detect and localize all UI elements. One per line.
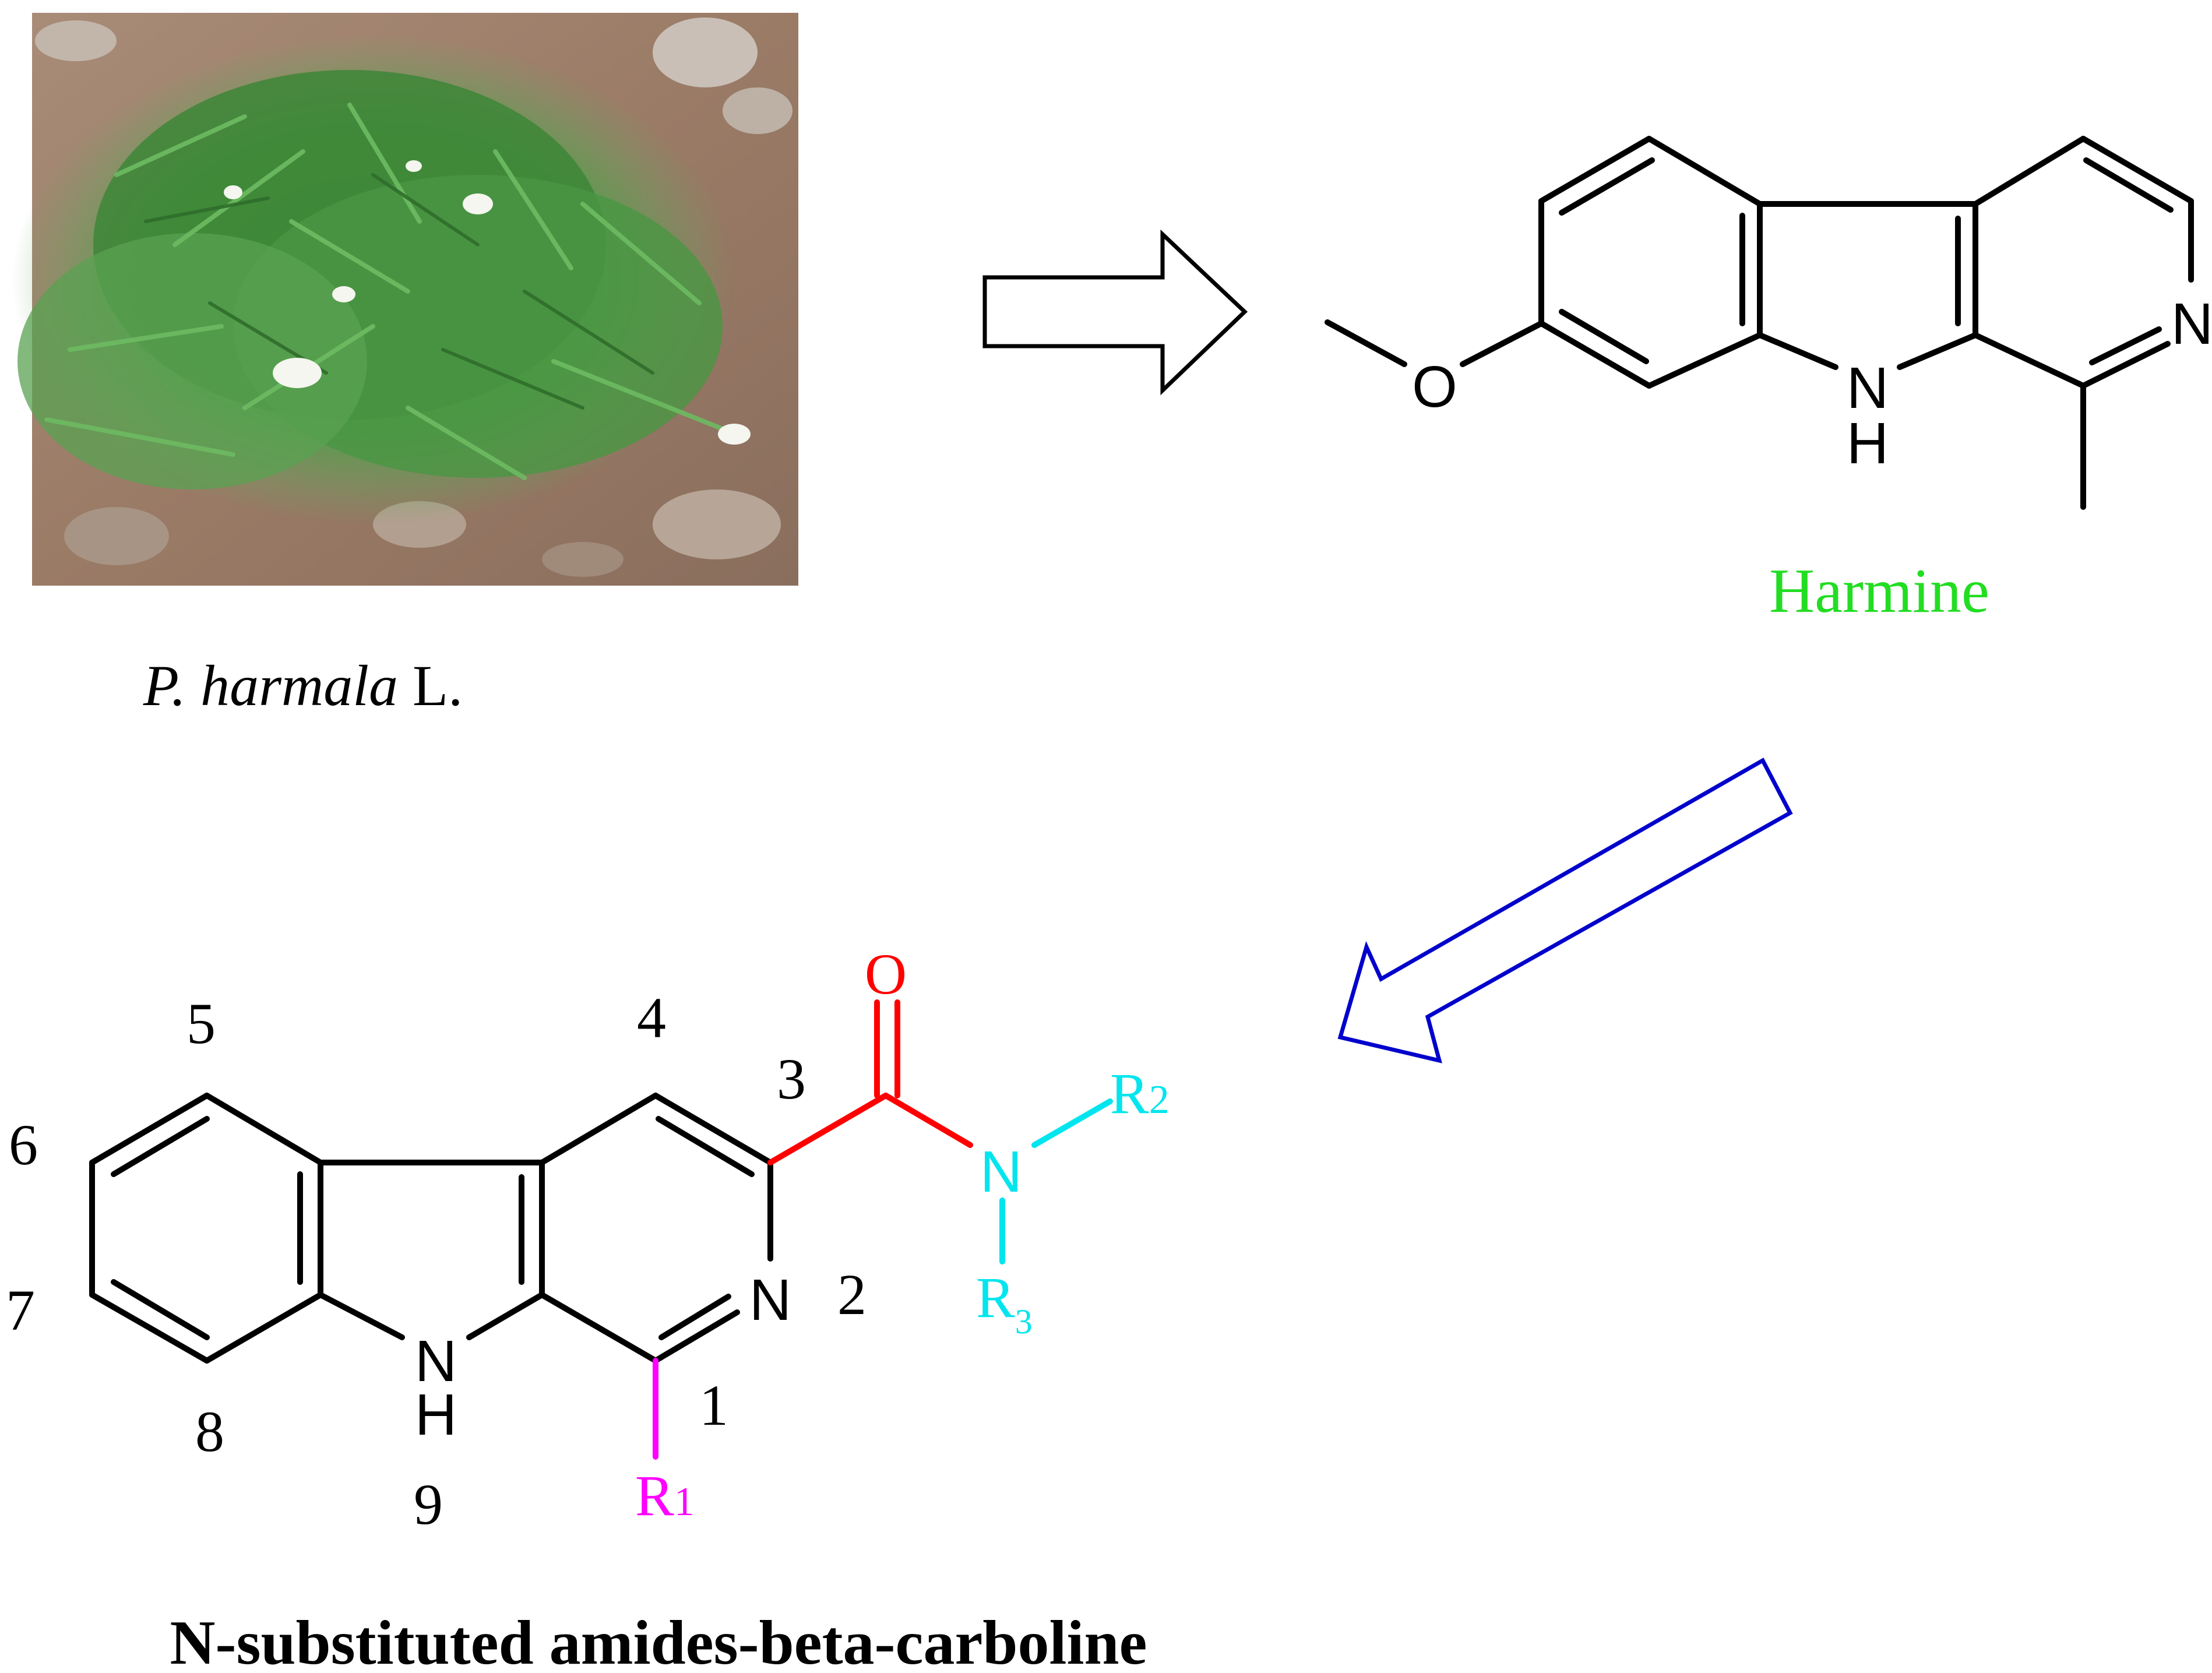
product-title: N-substituted amides-beta-carboline <box>170 1608 1147 1673</box>
product-nh-nitrogen: N <box>415 1329 457 1394</box>
position-3: 3 <box>777 1047 806 1111</box>
right-arrow <box>982 229 1248 396</box>
position-4: 4 <box>637 985 666 1050</box>
product-carbonyl-oxygen: O <box>865 942 907 1006</box>
diagonal-arrow <box>1337 758 1793 1063</box>
position-9: 9 <box>414 1472 443 1537</box>
plant-photo <box>12 13 798 586</box>
product-amide-nitrogen: N <box>980 1139 1022 1204</box>
position-8: 8 <box>195 1399 224 1464</box>
position-7: 7 <box>6 1278 35 1343</box>
harmine-atom-labels: O N N H <box>1412 291 2212 476</box>
product-structure <box>89 999 1113 1460</box>
harmine-oxygen: O <box>1412 354 1457 420</box>
harmine-name: Harmine <box>1769 557 1989 626</box>
harmine-nh-nitrogen: N <box>1847 355 1889 421</box>
r3-label: R3 <box>976 1265 1033 1341</box>
product-atom-labels: O N N N H R2 R3 R1 <box>415 942 1170 1528</box>
r1-label: R1 <box>635 1463 695 1528</box>
position-6: 6 <box>9 1112 38 1177</box>
harmine-nh-hydrogen: H <box>1847 411 1889 476</box>
position-numbers: 1 2 3 4 5 6 7 8 9 <box>6 985 867 1537</box>
harmine-structure <box>1325 136 2194 510</box>
r2-label: R2 <box>1110 1061 1170 1126</box>
harmine-ring-nitrogen: N <box>2171 291 2212 357</box>
product-nh-hydrogen: H <box>415 1382 457 1447</box>
position-1: 1 <box>699 1373 728 1438</box>
position-2: 2 <box>837 1262 867 1327</box>
position-5: 5 <box>186 991 216 1056</box>
product-ring-nitrogen: N <box>749 1267 791 1333</box>
plant-caption: P. harmala L. <box>143 653 463 718</box>
